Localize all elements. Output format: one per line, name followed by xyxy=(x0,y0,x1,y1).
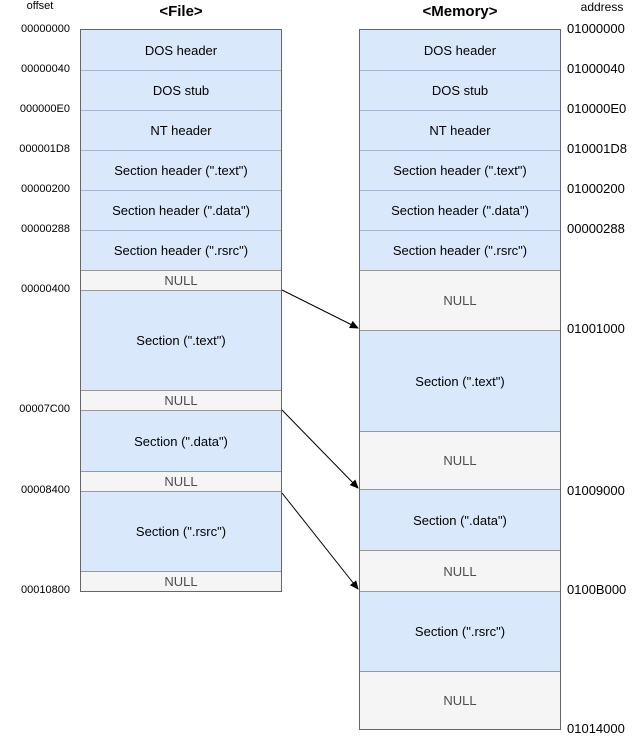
file-block-section-header-rsrc: Section header (".rsrc") xyxy=(81,230,281,270)
mapping-arrow-1 xyxy=(281,289,359,329)
memory-block-section-header-rsrc: Section header (".rsrc") xyxy=(360,230,560,270)
offset-label-00000288: 00000288 xyxy=(21,223,70,235)
file-block-section-header-text: Section header (".text") xyxy=(81,150,281,190)
memory-block-section-text: Section (".text") xyxy=(360,330,560,431)
address-axis-label: address xyxy=(580,0,624,14)
offset-label-00000400: 00000400 xyxy=(21,283,70,295)
memory-block-section-header-data: Section header (".data") xyxy=(360,190,560,230)
file-block-section-header-data: Section header (".data") xyxy=(81,190,281,230)
file-block-dos-header: DOS header xyxy=(81,30,281,70)
memory-block-section-data: Section (".data") xyxy=(360,489,560,550)
address-label-01014000: 01014000 xyxy=(567,721,625,736)
memory-block-null-12: NULL xyxy=(360,671,560,729)
address-label-01000200: 01000200 xyxy=(567,181,625,196)
offset-label-00000040: 00000040 xyxy=(21,63,70,75)
offset-label-000001d8: 000001D8 xyxy=(19,143,70,155)
file-block-null-10: NULL xyxy=(81,471,281,491)
offset-label-000000e0: 000000E0 xyxy=(19,103,70,115)
mapping-arrow-3 xyxy=(281,492,359,590)
file-block-dos-stub: DOS stub xyxy=(81,70,281,110)
address-label-00000288: 00000288 xyxy=(567,221,625,236)
file-block-nt-header: NT header xyxy=(81,110,281,150)
address-label-0100b000: 0100B000 xyxy=(567,582,627,597)
address-label-01000040: 01000040 xyxy=(567,61,625,76)
file-block-section-data: Section (".data") xyxy=(81,410,281,471)
offset-label-00007c00: 00007C00 xyxy=(19,403,70,415)
memory-block-section-rsrc: Section (".rsrc") xyxy=(360,591,560,671)
memory-column-title: <Memory> xyxy=(422,3,498,20)
address-label-010000e0: 010000E0 xyxy=(567,101,627,116)
mapping-arrow-2 xyxy=(281,409,359,489)
offset-label-00008400: 00008400 xyxy=(21,484,70,496)
memory-block-dos-stub: DOS stub xyxy=(360,70,560,110)
file-column-title: <File> xyxy=(159,3,203,20)
memory-block-null-6: NULL xyxy=(360,270,560,330)
offset-label-00000200: 00000200 xyxy=(21,183,70,195)
address-label-01009000: 01009000 xyxy=(567,483,625,498)
offset-axis-label: offset xyxy=(26,0,54,12)
offset-label-00010800: 00010800 xyxy=(21,584,70,596)
offset-label-00000000: 00000000 xyxy=(21,23,70,35)
file-block-null-6: NULL xyxy=(81,270,281,290)
file-block-section-text: Section (".text") xyxy=(81,290,281,390)
file-block-null-8: NULL xyxy=(81,390,281,410)
memory-block-section-header-text: Section header (".text") xyxy=(360,150,560,190)
address-label-010001d8: 010001D8 xyxy=(567,141,627,156)
memory-block-dos-header: DOS header xyxy=(360,30,560,70)
memory-block-null-10: NULL xyxy=(360,550,560,591)
memory-block-null-8: NULL xyxy=(360,431,560,489)
address-label-01001000: 01001000 xyxy=(567,321,625,336)
file-block-null-12: NULL xyxy=(81,571,281,591)
file-block-section-rsrc: Section (".rsrc") xyxy=(81,491,281,571)
memory-block-nt-header: NT header xyxy=(360,110,560,150)
address-label-01000000: 01000000 xyxy=(567,21,625,36)
